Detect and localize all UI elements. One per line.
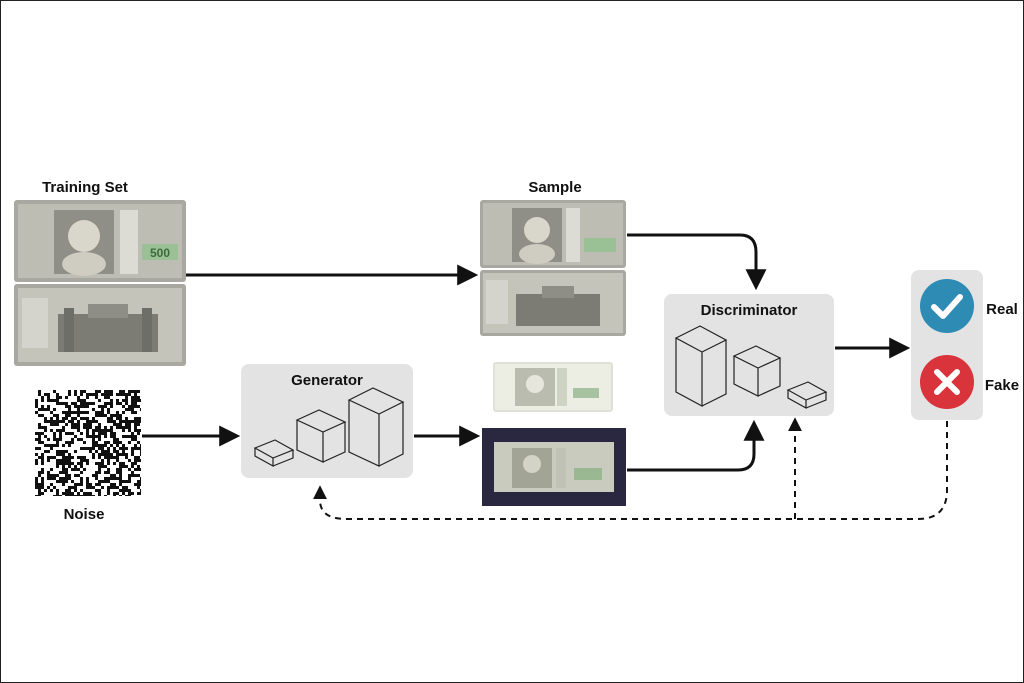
- training-note-front: 500: [14, 200, 186, 282]
- generator-title: Generator: [291, 372, 363, 389]
- sample-note-front: [480, 200, 626, 268]
- fake-label: Fake: [984, 377, 1020, 394]
- generated-note-small: [493, 362, 613, 412]
- discriminator-title: Discriminator: [700, 302, 798, 319]
- checkmark-icon: [931, 294, 963, 319]
- feedback-loop: [313, 421, 948, 520]
- note-value-text: 500: [150, 246, 170, 260]
- fake-badge: [919, 354, 975, 410]
- cross-icon: [934, 369, 960, 395]
- generated-note-framed: [482, 428, 626, 506]
- arrow-sample-to-discriminator: [627, 233, 767, 291]
- sample-note-back: [480, 270, 626, 336]
- real-label: Real: [986, 301, 1018, 318]
- result-box: [911, 270, 983, 420]
- discriminator-box: Discriminator: [664, 294, 834, 416]
- discriminator-layers-icon: [674, 325, 828, 410]
- arrow-generated-to-discriminator: [627, 419, 765, 472]
- training-note-back: [14, 284, 186, 366]
- generator-box: Generator: [241, 364, 413, 478]
- training-set-label: Training Set: [42, 179, 128, 196]
- real-badge: [919, 278, 975, 334]
- noise-image: [35, 390, 143, 498]
- noise-label: Noise: [63, 506, 105, 523]
- sample-label: Sample: [528, 179, 582, 196]
- generator-layers-icon: [253, 387, 405, 468]
